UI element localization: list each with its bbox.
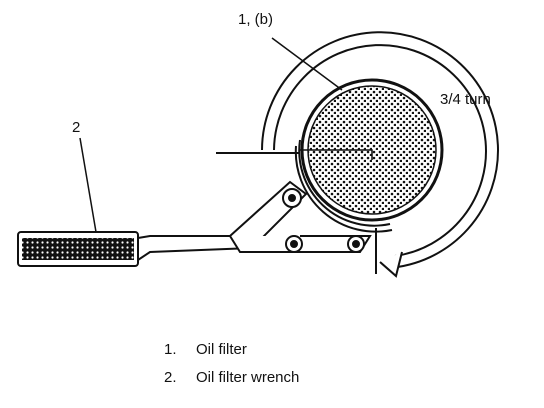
oil-filter-leader <box>271 37 343 91</box>
legend-number: 1. <box>164 341 177 358</box>
oil-filter <box>300 78 444 222</box>
legend-item-oil-filter-wrench: 2. Oil filter wrench <box>164 364 299 392</box>
wrench-strap <box>294 139 393 233</box>
legend-item-oil-filter: 1. Oil filter <box>164 336 299 364</box>
legend-label: Oil filter wrench <box>196 369 300 386</box>
parts-legend: 1. Oil filter 2. Oil filter wrench <box>164 336 299 392</box>
legend-label: Oil filter <box>196 341 247 358</box>
turn-arrow <box>261 31 499 278</box>
wrench-leader <box>79 137 97 233</box>
oil-filter-callout: 1, (b) <box>238 11 273 28</box>
oil-filter-wrench <box>17 180 377 274</box>
leader-lines <box>79 37 343 233</box>
turn-callout: 3/4 turn <box>440 91 491 108</box>
wrench-callout: 2 <box>72 119 80 136</box>
legend-number: 2. <box>164 369 177 386</box>
